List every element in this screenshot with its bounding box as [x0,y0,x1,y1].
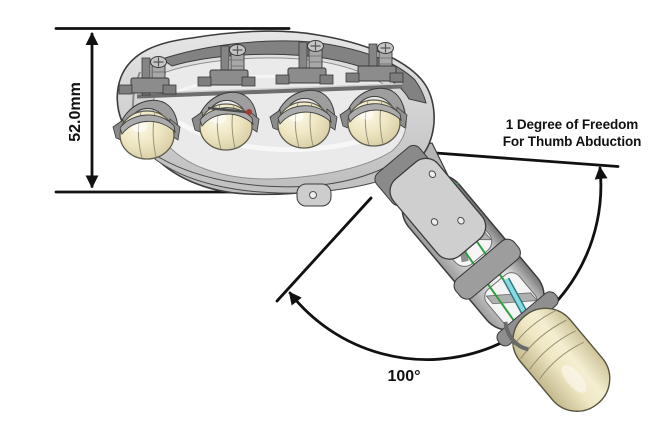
knuckle-shaft-highlight [136,83,403,95]
dof-label-line2: For Thumb Abduction [503,134,642,149]
clamp-wing-left [118,84,133,95]
palm-highlight [176,119,373,153]
screw-cross [310,41,321,51]
finger-knuckle-4 [339,42,408,147]
angle-ray-line [275,196,373,303]
palm-top-band [160,40,427,104]
clamp-wing-right [389,72,404,83]
plate-hole-1 [428,170,437,179]
knuckle-shaft [136,83,403,99]
thumb-collar [453,238,521,300]
clamp-lip [119,114,176,135]
abduction-reference-line [407,149,620,168]
angle-label: 100° [387,368,420,385]
tip-ridges [511,309,584,380]
dof-label-line1: 1 Degree of Freedom [506,117,638,132]
finger-knuckle-1 [112,56,181,160]
screw-cross [153,57,164,67]
thumb-tip [512,307,611,412]
clamp-wing-left [345,72,360,83]
clamp-wing-right [162,84,177,95]
clamp-wing-left [197,76,212,87]
screw-cross [380,43,391,53]
height-dimension-label: 52.0mm [67,82,84,142]
tendon-guide-hook [503,321,529,352]
cyan-rod [504,278,528,317]
actuator-bracket [141,57,151,96]
hand-model [112,30,611,412]
clamp-wing-right [241,76,256,87]
mounting-hole [309,191,317,199]
finger-knuckle-3 [269,40,338,149]
tip-glint [561,365,587,393]
clamp-lip [347,103,402,123]
plate-hole-2 [457,216,465,225]
abduction-angle-arc [288,166,608,361]
thumb-base-plate [389,157,487,260]
thumb-assembly [374,144,611,412]
red-pin [246,109,252,115]
finger-knuckle-2 [191,44,260,151]
linkage-rod [207,106,247,114]
clamp-lip [277,105,332,125]
screw-cross [232,45,243,55]
clamp-wing-left [275,74,290,85]
clamp-wing-right [319,74,334,85]
plate-hole-3 [430,218,439,226]
